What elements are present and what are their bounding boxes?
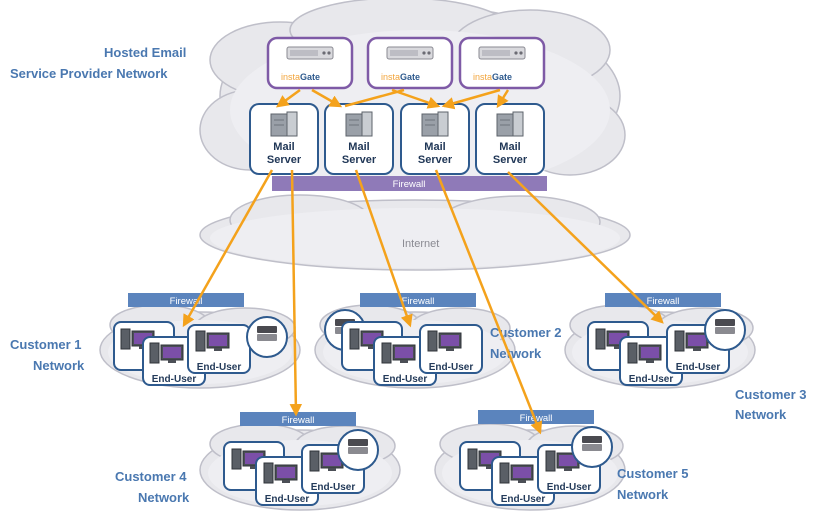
arrow: [311, 88, 343, 108]
svg-text:Customer 1: Customer 1: [10, 337, 82, 352]
svg-text:Server: Server: [267, 154, 302, 166]
svg-text:Server: Server: [418, 154, 453, 166]
svg-text:Firewall: Firewall: [402, 296, 435, 307]
svg-text:Firewall: Firewall: [647, 296, 680, 307]
mail-server-3: Mail Server: [400, 103, 470, 175]
svg-text:Mail: Mail: [273, 141, 294, 153]
svg-text:Firewall: Firewall: [170, 296, 203, 307]
arrow: [496, 89, 510, 109]
svg-text:Server: Server: [342, 154, 377, 166]
arrow: [289, 169, 303, 417]
svg-text:Server: Server: [493, 154, 528, 166]
customer-1: Firewall End-User End-User Customer 1 Ne…: [10, 293, 301, 389]
rack-appliance-icon: [286, 46, 334, 60]
svg-text:instaGate: instaGate: [381, 72, 420, 82]
appliance-brand-b: Gate: [492, 72, 512, 82]
customer-5: Firewall End-User End-User Customer 5 Ne…: [434, 410, 689, 511]
arrow: [441, 88, 501, 110]
arrow: [507, 171, 664, 324]
svg-text:End-User: End-User: [501, 494, 546, 505]
workstation-icon: [627, 342, 662, 364]
workstation-icon: [499, 462, 534, 484]
mail-server-icon: [270, 111, 298, 137]
mail-server-1: Mail Server: [249, 103, 319, 175]
mail-flow-arrows: [182, 88, 664, 435]
provider-firewall: Firewall: [272, 176, 547, 191]
svg-text:End-User: End-User: [265, 494, 310, 505]
appliance-brand-b: Gate: [400, 72, 420, 82]
svg-text:Customer 2: Customer 2: [490, 325, 562, 340]
provider-title-line2: Service Provider Network: [10, 66, 168, 81]
arrow: [182, 169, 274, 328]
workstation-icon: [195, 330, 230, 352]
arrow: [354, 169, 413, 328]
svg-text:End-User: End-User: [676, 362, 721, 373]
customer-3: Firewall End-User End-User Customer 3 Ne…: [564, 293, 807, 422]
svg-text:End-User: End-User: [197, 362, 242, 373]
rack-appliance-icon: [386, 46, 434, 60]
svg-text:End-User: End-User: [311, 482, 356, 493]
appliance-3: instaGate: [458, 36, 546, 90]
appliance-1: instaGate: [266, 36, 354, 90]
appliance-brand-a: insta: [281, 72, 300, 82]
svg-text:Network: Network: [490, 346, 542, 361]
customer-2: Firewall End-User End-User Customer 2 Ne…: [314, 293, 562, 389]
provider-title-line1: Hosted Email: [104, 45, 186, 60]
svg-text:Mail: Mail: [499, 141, 520, 153]
mail-server-icon: [345, 111, 373, 137]
svg-text:Customer 5: Customer 5: [617, 466, 689, 481]
svg-text:End-User: End-User: [152, 374, 197, 385]
appliance-brand-a: insta: [381, 72, 400, 82]
svg-text:End-User: End-User: [629, 374, 674, 385]
svg-text:Network: Network: [735, 407, 787, 422]
internet-label: Internet: [402, 238, 439, 250]
svg-text:Firewall: Firewall: [520, 413, 553, 424]
internet-cloud: Internet: [199, 194, 631, 271]
svg-text:Network: Network: [138, 490, 190, 505]
svg-text:Network: Network: [33, 358, 85, 373]
rack-appliance-icon: [478, 46, 526, 60]
svg-text:End-User: End-User: [547, 482, 592, 493]
customer-4: Firewall End-User End-User Customer 4 Ne…: [115, 412, 401, 511]
workstation-icon: [674, 330, 709, 352]
svg-text:End-User: End-User: [429, 362, 474, 373]
provider-title: Hosted Email Service Provider Network: [10, 45, 186, 81]
arrow: [275, 88, 301, 108]
svg-text:instaGate: instaGate: [281, 72, 320, 82]
svg-text:Firewall: Firewall: [393, 179, 426, 190]
svg-text:Customer 3: Customer 3: [735, 387, 807, 402]
mail-server-icon: [496, 111, 524, 137]
appliance-brand-a: insta: [473, 72, 492, 82]
arrow: [391, 88, 441, 109]
mail-server-icon: [421, 111, 449, 137]
workstation-icon: [381, 342, 416, 364]
appliance-brand-b: Gate: [300, 72, 320, 82]
svg-text:Network: Network: [617, 487, 669, 502]
appliance-2: instaGate: [366, 36, 454, 90]
svg-text:Mail: Mail: [348, 141, 369, 153]
mail-server-2: Mail Server: [324, 103, 394, 175]
svg-text:Customer 4: Customer 4: [115, 469, 187, 484]
svg-text:Firewall: Firewall: [282, 415, 315, 426]
svg-text:Mail: Mail: [424, 141, 445, 153]
arrow: [344, 88, 405, 108]
workstation-icon: [263, 462, 298, 484]
workstation-icon: [427, 330, 462, 352]
svg-text:instaGate: instaGate: [473, 72, 512, 82]
mail-server-4: Mail Server: [475, 103, 545, 175]
workstation-icon: [149, 342, 184, 364]
svg-text:End-User: End-User: [383, 374, 428, 385]
arrow: [434, 169, 543, 435]
